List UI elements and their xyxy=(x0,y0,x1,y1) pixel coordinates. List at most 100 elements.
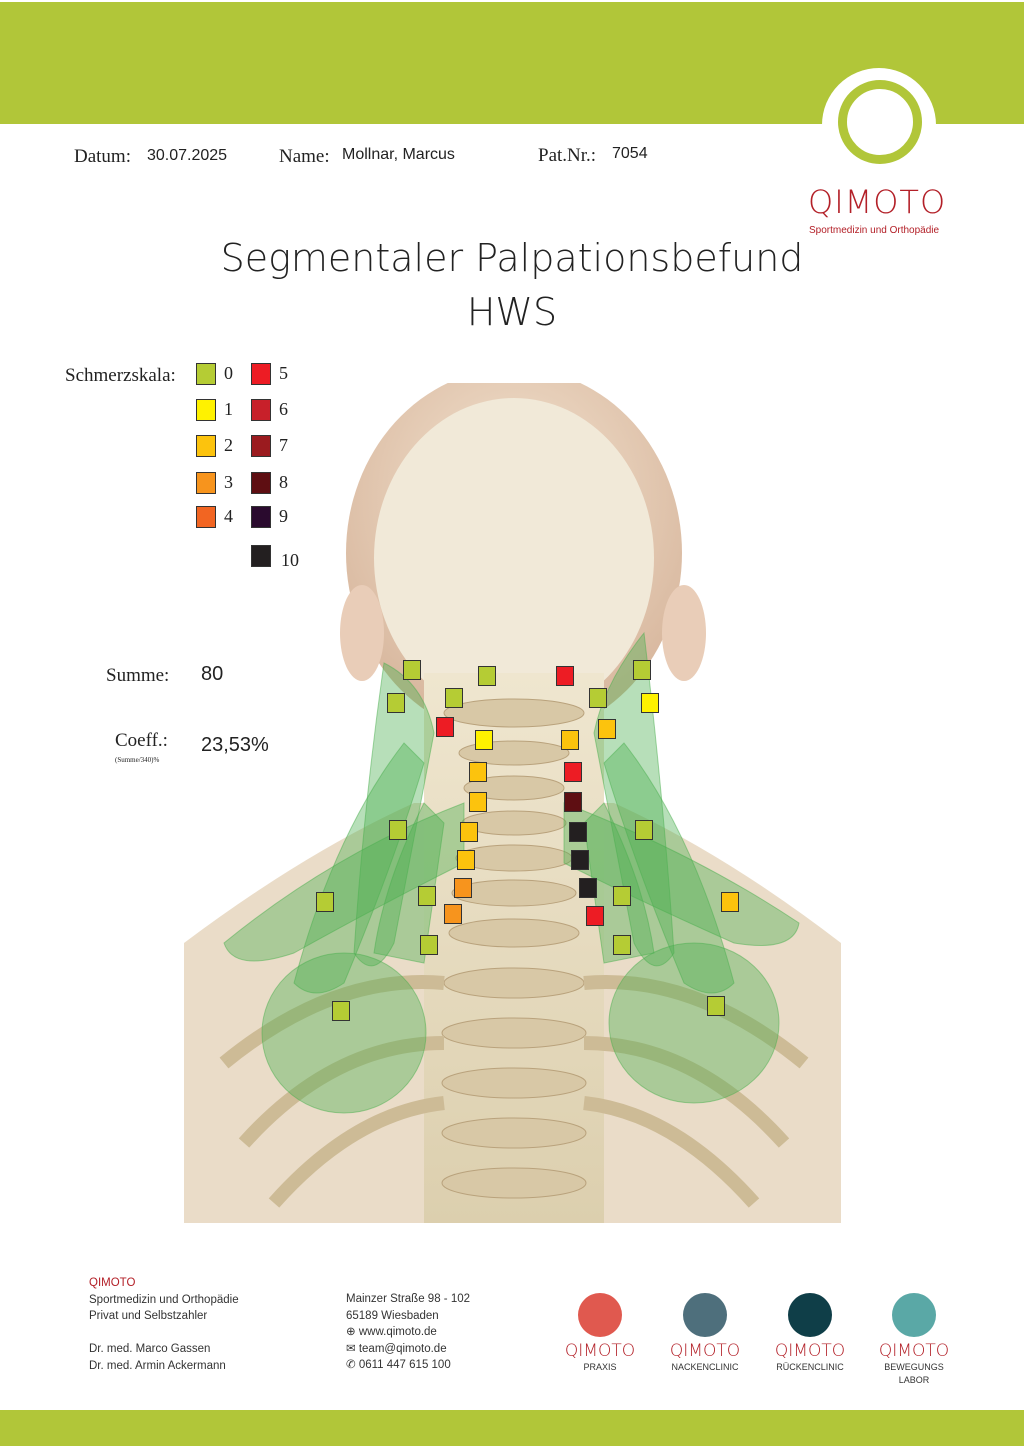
palpation-marker[interactable] xyxy=(641,693,659,713)
envelope-icon: ✉ xyxy=(346,1342,359,1355)
palpation-marker[interactable] xyxy=(564,762,582,782)
palpation-marker[interactable] xyxy=(589,688,607,708)
datum-label: Datum: xyxy=(74,146,131,167)
footer-web[interactable]: www.qimoto.de xyxy=(358,1326,437,1338)
palpation-marker[interactable] xyxy=(721,892,739,912)
brand-name: QIMOTO xyxy=(878,1341,950,1361)
patnr-label: Pat.Nr.: xyxy=(538,145,597,166)
palpation-marker[interactable] xyxy=(469,762,487,782)
footer-line: Privat und Selbstzahler xyxy=(89,1310,208,1322)
palpation-marker[interactable] xyxy=(316,892,334,912)
legend-level-9: 9 xyxy=(279,506,288,526)
palpation-marker[interactable] xyxy=(389,820,407,840)
footer-line: Dr. med. Marco Gassen xyxy=(89,1343,211,1355)
palpation-marker[interactable] xyxy=(469,792,487,812)
coeff-label: Coeff.: xyxy=(115,730,168,751)
footer-web-row: ⊕ www.qimoto.de xyxy=(346,1324,470,1341)
legend-swatch-7 xyxy=(251,435,271,457)
palpation-marker[interactable] xyxy=(598,719,616,739)
palpation-marker[interactable] xyxy=(457,850,475,870)
palpation-marker[interactable] xyxy=(556,666,574,686)
sum-label: Summe: xyxy=(106,665,170,686)
brand-name: QIMOTO xyxy=(669,1341,741,1361)
page-title: Segmentaler Palpationsbefund xyxy=(220,236,804,280)
brand-sub: BEWEGUNGS LABOR xyxy=(884,1362,944,1385)
legend-swatch-4 xyxy=(196,506,216,528)
palpation-marker[interactable] xyxy=(445,688,463,708)
legend-swatch-0 xyxy=(196,363,216,385)
footer-contact: Mainzer Straße 98 - 102 65189 Wiesbaden … xyxy=(346,1291,470,1374)
palpation-marker[interactable] xyxy=(564,792,582,812)
footer-line: Dr. med. Armin Ackermann xyxy=(89,1359,226,1372)
patnr-value: 7054 xyxy=(612,145,648,162)
palpation-marker[interactable] xyxy=(478,666,496,686)
legend-swatch-5 xyxy=(251,363,271,385)
palpation-marker[interactable] xyxy=(454,878,472,898)
brand-name: QIMOTO xyxy=(564,1341,636,1361)
brand-sub: NACKENCLINIC xyxy=(671,1362,739,1372)
page-subtitle: HWS xyxy=(466,290,558,334)
legend-label: Schmerzskala: xyxy=(65,365,176,386)
footer-email-row: ✉ team@qimoto.de xyxy=(346,1341,470,1358)
palpation-marker[interactable] xyxy=(420,935,438,955)
coeff-formula: (Summe/340)% xyxy=(115,756,160,764)
palpation-marker[interactable] xyxy=(436,717,454,737)
name-value: Mollnar, Marcus xyxy=(342,146,455,163)
footer-line: Sportmedizin und Orthopädie xyxy=(89,1293,239,1306)
footer-phone: 0611 447 615 100 xyxy=(358,1359,451,1371)
palpation-marker[interactable] xyxy=(613,886,631,906)
legend-level-0: 0 xyxy=(224,363,233,383)
palpation-marker[interactable] xyxy=(418,886,436,906)
brand-logo-icon xyxy=(578,1293,622,1337)
legend-level-3: 3 xyxy=(224,472,233,492)
palpation-marker[interactable] xyxy=(707,996,725,1016)
logo-subtitle: Sportmedizin und Orthopädie xyxy=(809,225,940,236)
phone-icon: ✆ xyxy=(346,1359,359,1371)
palpation-marker[interactable] xyxy=(586,906,604,926)
palpation-marker[interactable] xyxy=(332,1001,350,1021)
footer-bar xyxy=(0,1410,1024,1446)
footer-phone-row: ✆ 0611 447 615 100 xyxy=(346,1357,470,1374)
palpation-marker[interactable] xyxy=(444,904,462,924)
legend-level-4: 4 xyxy=(224,506,233,526)
brand-name: QIMOTO xyxy=(774,1341,846,1361)
palpation-marker[interactable] xyxy=(403,660,421,680)
globe-icon: ⊕ xyxy=(346,1326,359,1338)
logo-enso-icon xyxy=(838,80,922,164)
legend-level-7: 7 xyxy=(279,435,288,455)
legend-level-5: 5 xyxy=(279,363,288,383)
footer-street: Mainzer Straße 98 - 102 xyxy=(346,1293,471,1305)
brand-sub: PRAXIS xyxy=(583,1362,617,1372)
palpation-marker[interactable] xyxy=(460,822,478,842)
footer-city: 65189 Wiesbaden xyxy=(346,1309,439,1322)
palpation-marker[interactable] xyxy=(613,935,631,955)
palpation-marker[interactable] xyxy=(579,878,597,898)
palpation-marker[interactable] xyxy=(569,822,587,842)
legend-swatch-9 xyxy=(251,506,271,528)
palpation-marker[interactable] xyxy=(571,850,589,870)
legend-swatch-3 xyxy=(196,472,216,494)
legend-level-1: 1 xyxy=(224,399,233,419)
legend-swatch-10 xyxy=(251,545,271,567)
legend-level-2: 2 xyxy=(224,435,233,455)
palpation-marker[interactable] xyxy=(475,730,493,750)
datum-value: 30.07.2025 xyxy=(147,147,228,164)
palpation-marker[interactable] xyxy=(561,730,579,750)
brand-sub: RÜCKENCLINIC xyxy=(776,1362,844,1372)
palpation-marker[interactable] xyxy=(387,693,405,713)
brand-logo-icon xyxy=(788,1293,832,1337)
legend-swatch-6 xyxy=(251,399,271,421)
legend-level-8: 8 xyxy=(279,472,288,492)
legend-swatch-2 xyxy=(196,435,216,457)
name-label: Name: xyxy=(279,146,330,167)
legend-swatch-8 xyxy=(251,472,271,494)
palpation-marker[interactable] xyxy=(633,660,651,680)
sum-value: 80 xyxy=(201,663,224,685)
brand-logo-icon xyxy=(892,1293,936,1337)
palpation-marker[interactable] xyxy=(635,820,653,840)
legend-level-6: 6 xyxy=(279,399,288,419)
footer-email[interactable]: team@qimoto.de xyxy=(358,1342,447,1355)
